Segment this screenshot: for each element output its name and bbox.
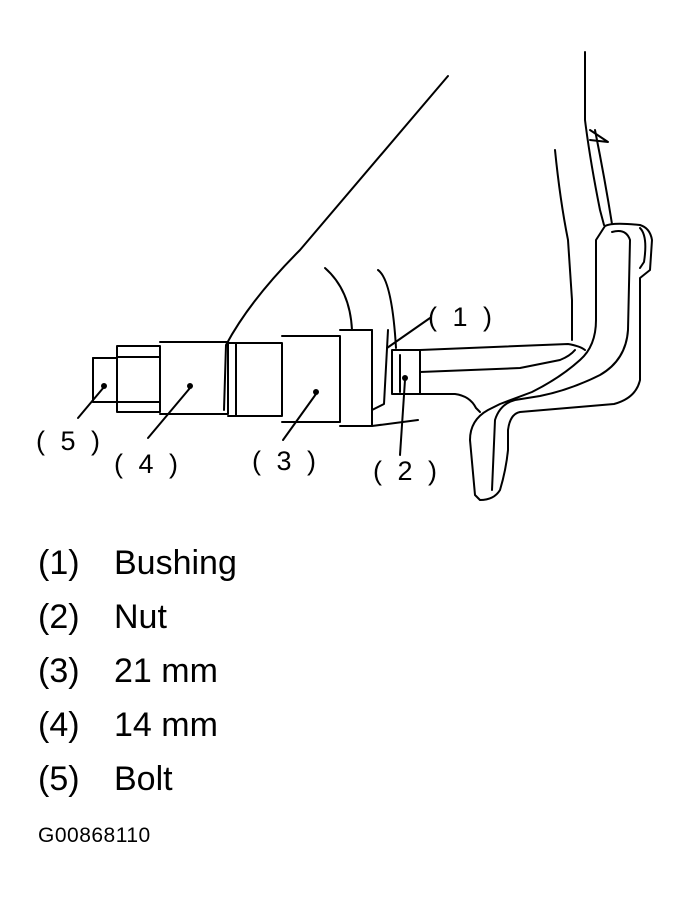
legend-list: (1) Bushing (2) Nut (3) 21 mm (4) 14 mm (5) B… bbox=[38, 540, 237, 810]
vehicle-panel-edge bbox=[594, 129, 613, 225]
legend-number: (1) bbox=[38, 544, 80, 582]
leader-3 bbox=[282, 393, 317, 441]
bracket-flange bbox=[417, 393, 481, 413]
socket-21mm-collar bbox=[339, 329, 373, 427]
legend-text: 21 mm bbox=[114, 652, 218, 690]
legend-item: (5) Bolt bbox=[38, 756, 237, 810]
leader-4 bbox=[147, 387, 191, 439]
leader-2 bbox=[399, 379, 406, 456]
leader-5 bbox=[77, 386, 105, 419]
wrench-lower bbox=[371, 419, 419, 427]
legend-number: (2) bbox=[38, 598, 80, 636]
vehicle-panel-outline bbox=[584, 51, 605, 226]
legend-number: (3) bbox=[38, 652, 80, 690]
dot-5 bbox=[101, 383, 107, 389]
bracket-curl bbox=[639, 227, 647, 269]
bracket-rod-lower bbox=[419, 349, 576, 373]
callout-1: ( 1 ) bbox=[428, 302, 496, 332]
bracket-arm bbox=[469, 222, 653, 501]
hex-14mm bbox=[116, 345, 161, 413]
legend-item: (1) Bushing bbox=[38, 540, 237, 594]
body-outline-line bbox=[223, 75, 449, 411]
legend-item: (4) 14 mm bbox=[38, 702, 237, 756]
callout-4: ( 4 ) bbox=[114, 449, 182, 479]
wrench-handle-upper bbox=[324, 267, 353, 331]
vehicle-panel-outline-2 bbox=[554, 149, 573, 341]
leader-1 bbox=[386, 317, 431, 349]
legend-item: (2) Nut bbox=[38, 594, 237, 648]
dot-3 bbox=[313, 389, 319, 395]
nut-outline bbox=[391, 349, 421, 395]
wrench-jaw bbox=[371, 329, 389, 411]
legend-text: Nut bbox=[114, 598, 167, 636]
callout-2: ( 2 ) bbox=[373, 456, 441, 486]
legend-text: 14 mm bbox=[114, 706, 218, 744]
socket-14mm-body bbox=[159, 341, 229, 415]
tool-diagram: ( 1 ) ( 2 ) ( 3 ) ( 4 ) ( 5 ) bbox=[36, 51, 653, 501]
callout-5: ( 5 ) bbox=[36, 426, 104, 456]
dot-2 bbox=[402, 375, 408, 381]
vehicle-panel-tab bbox=[589, 129, 609, 143]
socket-21mm-body bbox=[281, 335, 341, 423]
callout-3: ( 3 ) bbox=[252, 446, 320, 476]
wrench-head bbox=[377, 269, 397, 349]
bracket-inner bbox=[491, 230, 631, 491]
legend-number: (4) bbox=[38, 706, 80, 744]
legend-text: Bushing bbox=[114, 544, 237, 582]
bracket-rod-upper bbox=[419, 343, 586, 351]
socket-extension bbox=[227, 342, 283, 417]
legend-text: Bolt bbox=[114, 760, 173, 798]
figure-id: G00868110 bbox=[38, 824, 151, 847]
legend-number: (5) bbox=[38, 760, 80, 798]
legend-item: (3) 21 mm bbox=[38, 648, 237, 702]
dot-4 bbox=[187, 383, 193, 389]
